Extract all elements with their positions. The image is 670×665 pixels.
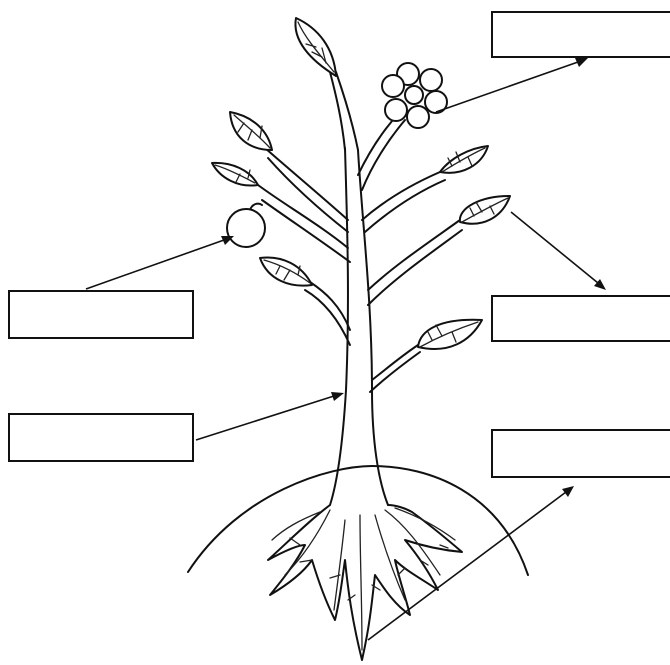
- branch-right-middle: [368, 220, 460, 290]
- arrow-fruit: [86, 236, 234, 289]
- flower: [382, 63, 447, 128]
- branch-right-lower: [372, 345, 418, 380]
- top-branch: [330, 72, 345, 150]
- label-box-right-lower[interactable]: [492, 430, 670, 477]
- leaf-right-middle: [460, 196, 510, 224]
- label-box-left-lower[interactable]: [9, 414, 193, 461]
- label-box-right-middle[interactable]: [492, 296, 670, 341]
- main-stem-left-edge: [330, 148, 348, 505]
- branch-left-lower: [310, 282, 350, 330]
- arrow-flower: [436, 58, 588, 112]
- branch-right-upper: [362, 172, 440, 220]
- roots: [268, 505, 462, 660]
- leaf-right-lower: [418, 320, 482, 349]
- arrow-stem: [196, 392, 344, 440]
- label-box-left-upper[interactable]: [9, 291, 193, 338]
- leaf-top: [295, 18, 336, 76]
- leaf-left-upper: [230, 112, 272, 150]
- arrow-leaf: [511, 212, 606, 290]
- leaf-left-middle: [212, 163, 258, 186]
- leaf-left-lower: [260, 257, 312, 285]
- leaf-right-upper: [440, 146, 488, 173]
- label-box-top-right[interactable]: [492, 12, 670, 57]
- branch-left-upper: [265, 148, 348, 220]
- fruit: [227, 204, 265, 247]
